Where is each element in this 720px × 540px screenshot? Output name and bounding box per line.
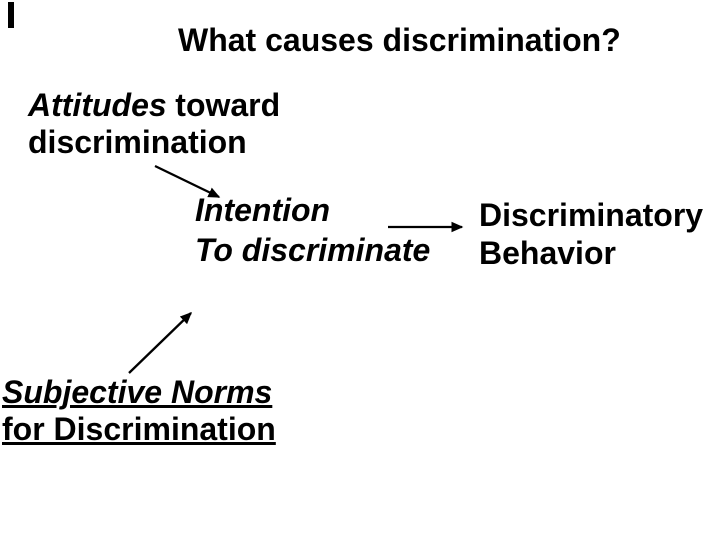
arrow-norms-to-intention [128,312,192,374]
node-subjective-norms: Subjective Norms for Discrimination [2,374,276,448]
behavior-line1: Discriminatory [479,197,704,233]
node-intention: Intention To discriminate [195,190,430,270]
attitudes-rest: toward [175,87,281,123]
slide-title: What causes discrimination? [178,22,621,58]
behavior-line2: Behavior [479,235,616,271]
attitudes-line2: discrimination [28,124,247,160]
intention-line1: Intention [195,192,331,228]
attitudes-emphasis: Attitudes [28,87,167,123]
node-discriminatory-behavior: Discriminatory Behavior [479,196,703,272]
corner-mark [8,2,14,28]
norms-line2: for Discrimination [2,411,276,447]
intention-line2: To discriminate [195,232,431,268]
norms-line1: Subjective Norms [2,374,273,410]
